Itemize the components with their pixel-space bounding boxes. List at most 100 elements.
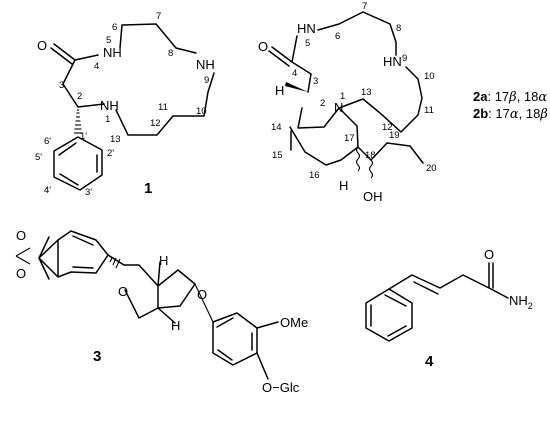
c2-num-14: 14 [271,122,282,133]
c4-db1 [384,294,407,307]
c1-phenyl-db2 [58,142,77,156]
c3-atom-h1: H [159,253,168,268]
c2-num-9: 9 [402,53,407,64]
compound-4: O NH2 4 [365,247,533,370]
c1-num-2p: 2' [107,148,114,159]
c1-num-4: 4 [94,61,99,72]
c4-atom-nh2: NH2 [509,293,533,311]
c2-num-13: 13 [361,87,372,98]
c1-co-bond-2 [50,47,73,65]
c1-num-2: 2 [77,91,82,102]
c2-atom-o: O [258,39,268,54]
c2-num-2: 2 [320,98,325,109]
c3-aryl2-db1 [216,317,234,328]
c2-num-12: 12 [382,122,393,133]
c1-atom-n1: NH [100,98,119,113]
c1-num-11: 11 [158,102,168,113]
c3-aryl2-db3 [217,349,233,361]
c1-num-4p: 4' [44,185,51,196]
c2-num-1: 1 [340,91,345,102]
c2-atom-h17: H [339,178,348,193]
c3-atom-oglc: O−Glc [262,380,300,395]
c1-num-10: 10 [196,106,207,117]
c2-num-6: 6 [335,31,340,42]
c4-compound-label: 4 [425,353,434,370]
c3-atom-o4: O [197,287,207,302]
c1-num-9: 9 [204,75,209,86]
c1-num-3p: 3' [85,187,92,198]
c3-atom-o2: O [16,266,26,281]
c3-o-links [15,247,31,265]
c1-num-1p: 1' [80,131,87,142]
c3-benz-db2 [72,266,94,269]
c3-compound-label: 3 [93,348,101,365]
c1-num-8: 8 [168,48,173,59]
c1-num-12: 12 [150,118,161,129]
c1-ring-bonds [62,23,215,136]
c1-num-5p: 5' [35,152,42,163]
c2-atom-oh: OH [363,189,383,204]
c2-legend-2b: 2b: 17α, 18β [473,106,548,122]
c1-num-7: 7 [156,11,161,22]
c2-atom-h2: H [275,83,284,98]
c1-atom-o: O [37,38,47,53]
c1-num-3: 3 [59,80,64,91]
c4-db2 [387,325,407,337]
c3-atom-ome: OMe [280,315,308,330]
c2-num-16: 16 [309,170,320,181]
c1-num-13: 13 [110,134,121,145]
c2-num-8: 8 [396,23,401,34]
c2-legend-2a: 2a: 17β, 18α [473,89,547,105]
c2-num-3: 3 [313,76,318,87]
c3-atom-o1: O [16,228,26,243]
c1-phenyl-db3 [59,173,79,186]
c2-num-20: 20 [426,163,437,174]
c4-chain [388,262,509,299]
c3-subst [256,321,279,380]
c2-legend: 2a: 17β, 18α 2b: 17α, 18β [473,89,548,122]
c3-benz-db1 [72,235,94,246]
c4-atom-o: O [484,247,494,262]
c1-co-bond-1 [53,43,76,61]
c2-atom-n5: HN [297,21,316,36]
c2-num-17: 17 [344,133,355,144]
c3-aryl2 [212,312,258,366]
c1-num-1: 1 [105,114,110,125]
c1-atom-n5: NH [103,45,122,60]
c2-atom-n9: HN [383,54,402,69]
c2-num-18: 18 [365,150,376,161]
c1-compound-label: 1 [144,180,152,197]
c1-num-6p: 6' [44,136,51,147]
c1-phenyl [53,136,103,191]
c1-hash-bond [74,109,82,134]
c2-wavy-18 [368,159,374,179]
c1-atom-n9: NH [196,57,215,72]
c2-co-bond-2 [268,50,290,67]
compound-2: O HN HN N H H OH 5 4 3 6 7 8 9 10 11 12 … [258,1,548,204]
c4-phenyl [365,288,413,342]
c1-num-5: 5 [106,35,111,46]
c3-hash [109,257,121,269]
c3-dioxole [38,230,109,280]
c2-atom-n1: N [334,100,343,115]
c3-atom-h2: H [171,318,180,333]
compound-1: O NH NH NH 5 4 6 7 8 9 10 11 12 13 3 2 1… [35,11,215,198]
c2-ring-bonds [289,11,423,166]
c2-num-19: 19 [389,130,400,141]
c2-sidechain [357,142,424,164]
c3-link [194,283,214,323]
c3-atom-o3: O [118,284,128,299]
c2-num-5: 5 [305,38,310,49]
c2-num-10: 10 [424,71,435,82]
c2-wavy-17 [355,146,361,172]
c2-co-bond-1 [271,46,293,63]
c2-num-7: 7 [362,1,367,12]
c4-alkene-db [413,281,439,295]
compound-3: O O O O H H OMe O−Glc 3 [15,228,308,395]
c2-num-11: 11 [424,105,434,116]
c1-num-6: 6 [112,22,117,33]
c2-num-4: 4 [292,68,297,79]
c2-wedge-h2 [285,82,308,92]
